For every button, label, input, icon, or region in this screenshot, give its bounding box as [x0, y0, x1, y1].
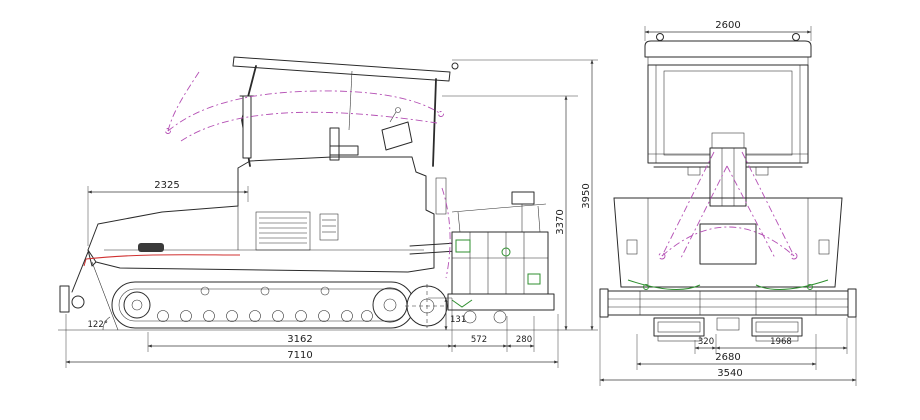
- push-roller: [71, 295, 85, 309]
- dim-label-2325: 2325: [154, 180, 179, 191]
- screed-assembly: [409, 177, 555, 324]
- side-view: 2325 3950 3370 122° 131 3162 572: [58, 56, 598, 368]
- beacon-light: [451, 62, 459, 70]
- canopy-roof: [232, 56, 451, 82]
- canopy-folded-phantom: [165, 71, 444, 142]
- screed-frame: [451, 231, 549, 295]
- canopy: [232, 56, 459, 167]
- steering-column: [395, 107, 401, 113]
- dim-label-1968: 1968: [770, 337, 792, 347]
- roof: [644, 33, 812, 66]
- screed-end-plate-right: [847, 288, 857, 318]
- operator-station: [329, 107, 413, 161]
- dim-label-2680: 2680: [715, 352, 740, 363]
- rear-view: 2600 320 1968 2680 3540: [599, 20, 857, 386]
- roof-marker-right: [792, 33, 800, 41]
- roof-marker-left: [656, 33, 664, 41]
- dim-label-2600: 2600: [715, 20, 740, 31]
- seat-back: [329, 127, 340, 161]
- road-wheels: [157, 286, 373, 322]
- angle-arc: [102, 316, 111, 331]
- dim-label-angle-122: 122°: [88, 320, 108, 330]
- rear-platform: [511, 191, 535, 205]
- screed-bar: [599, 288, 857, 318]
- track-shoes: [653, 317, 803, 342]
- conveyor-tower: [709, 147, 747, 207]
- dim-label-3950: 3950: [581, 183, 592, 208]
- brand-logo: [138, 243, 164, 252]
- dim-label-3162: 3162: [287, 334, 312, 345]
- machine-body: [83, 156, 435, 273]
- seat-cushion: [329, 145, 359, 156]
- canopy-mid-post: [348, 70, 353, 131]
- hopper-trim-line: [85, 254, 241, 260]
- dimensions-rear-view: 2600 320 1968 2680 3540: [599, 20, 857, 386]
- screed-plate: [447, 293, 555, 311]
- control-console: [381, 121, 413, 151]
- screed-end-plate-left: [599, 288, 609, 318]
- transport-wheel: [405, 284, 449, 328]
- screed-handrail: [451, 203, 547, 213]
- conveyor-gate: [699, 223, 757, 265]
- dim-label-3540: 3540: [717, 368, 742, 379]
- front-idler: [123, 291, 151, 319]
- hopper-slope-line: [91, 261, 119, 331]
- push-roller-assembly: [59, 251, 89, 313]
- engine-vent-grille: [255, 211, 339, 251]
- hopper-wing-phantom: [658, 151, 798, 260]
- dim-label-320: 320: [698, 337, 714, 347]
- dim-label-7110: 7110: [287, 350, 312, 361]
- dim-label-3370: 3370: [555, 209, 566, 234]
- dimensions-side-view: 2325 3950 3370 122° 131 3162 572: [65, 59, 598, 368]
- dim-label-572: 572: [471, 335, 487, 345]
- dim-label-280: 280: [516, 335, 532, 345]
- exhaust-stack: [242, 95, 252, 159]
- crawler-track: [111, 281, 415, 329]
- dim-label-131: 131: [450, 315, 466, 325]
- hopper: [613, 151, 843, 290]
